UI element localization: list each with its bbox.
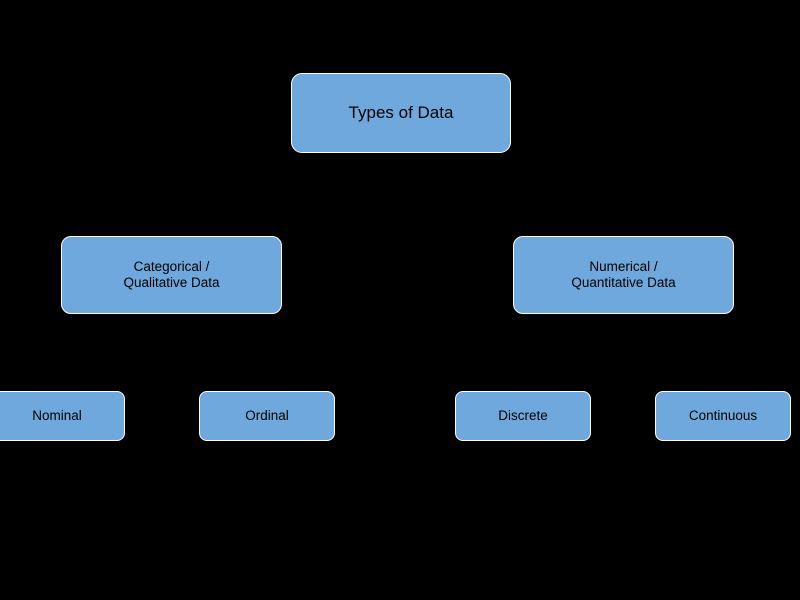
node-ordinal[interactable]: Ordinal xyxy=(199,391,335,441)
node-label: Continuous xyxy=(688,407,758,423)
node-label: Discrete xyxy=(498,407,548,423)
node-label: Numerical / Quantitative Data xyxy=(571,258,676,290)
node-numerical-quantitative-data[interactable]: Numerical / Quantitative Data xyxy=(513,236,734,314)
node-types-of-data[interactable]: Types of Data xyxy=(291,73,511,153)
node-label: Ordinal xyxy=(245,407,289,423)
node-label: Categorical / Qualitative Data xyxy=(123,258,220,290)
node-label: Types of Data xyxy=(348,102,454,122)
node-categorical-qualitative-data[interactable]: Categorical / Qualitative Data xyxy=(61,236,282,314)
node-continuous[interactable]: Continuous xyxy=(655,391,791,441)
node-discrete[interactable]: Discrete xyxy=(455,391,591,441)
node-nominal[interactable]: Nominal xyxy=(0,391,125,441)
node-label: Nominal xyxy=(32,407,82,423)
